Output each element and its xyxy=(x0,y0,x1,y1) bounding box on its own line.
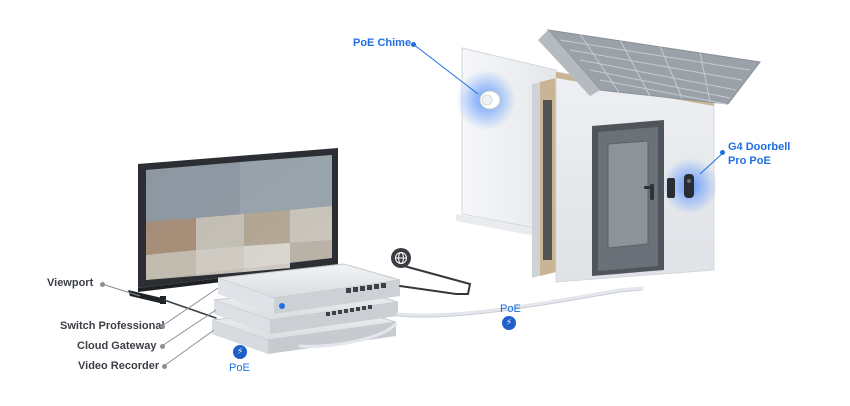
poe-chime-device xyxy=(479,90,501,110)
lightning-bolt-icon: ⚡ xyxy=(502,316,516,330)
g4-doorbell-dot xyxy=(720,150,725,155)
cloud-gateway-dot xyxy=(160,344,165,349)
poe-cable-label: PoE xyxy=(500,303,521,315)
lightning-bolt-icon: ⚡ xyxy=(233,345,247,359)
video-recorder-dot xyxy=(162,364,167,369)
house xyxy=(532,29,761,283)
poe-chime-label: PoE Chime xyxy=(353,37,412,49)
leader-lines xyxy=(101,43,725,367)
cables xyxy=(163,259,644,348)
viewport-device xyxy=(128,290,166,304)
device-stack xyxy=(211,263,401,354)
poe-chime-dot xyxy=(411,42,416,47)
poe-recorder-label: PoE xyxy=(229,362,250,374)
g4-doorbell-label-line1: G4 Doorbell xyxy=(728,141,791,153)
cloud-gateway-label: Cloud Gateway xyxy=(77,340,157,352)
g4-doorbell-device xyxy=(667,174,694,198)
viewport-label: Viewport xyxy=(47,277,94,289)
video-recorder-label: Video Recorder xyxy=(78,360,160,372)
monitor xyxy=(138,148,338,292)
g4-doorbell-label-line2: Pro PoE xyxy=(728,155,771,167)
switch-professional-dot xyxy=(160,324,165,329)
switch-professional-label: Switch Professional xyxy=(60,320,165,332)
viewport-dot xyxy=(100,282,105,287)
globe-icon xyxy=(391,248,411,268)
